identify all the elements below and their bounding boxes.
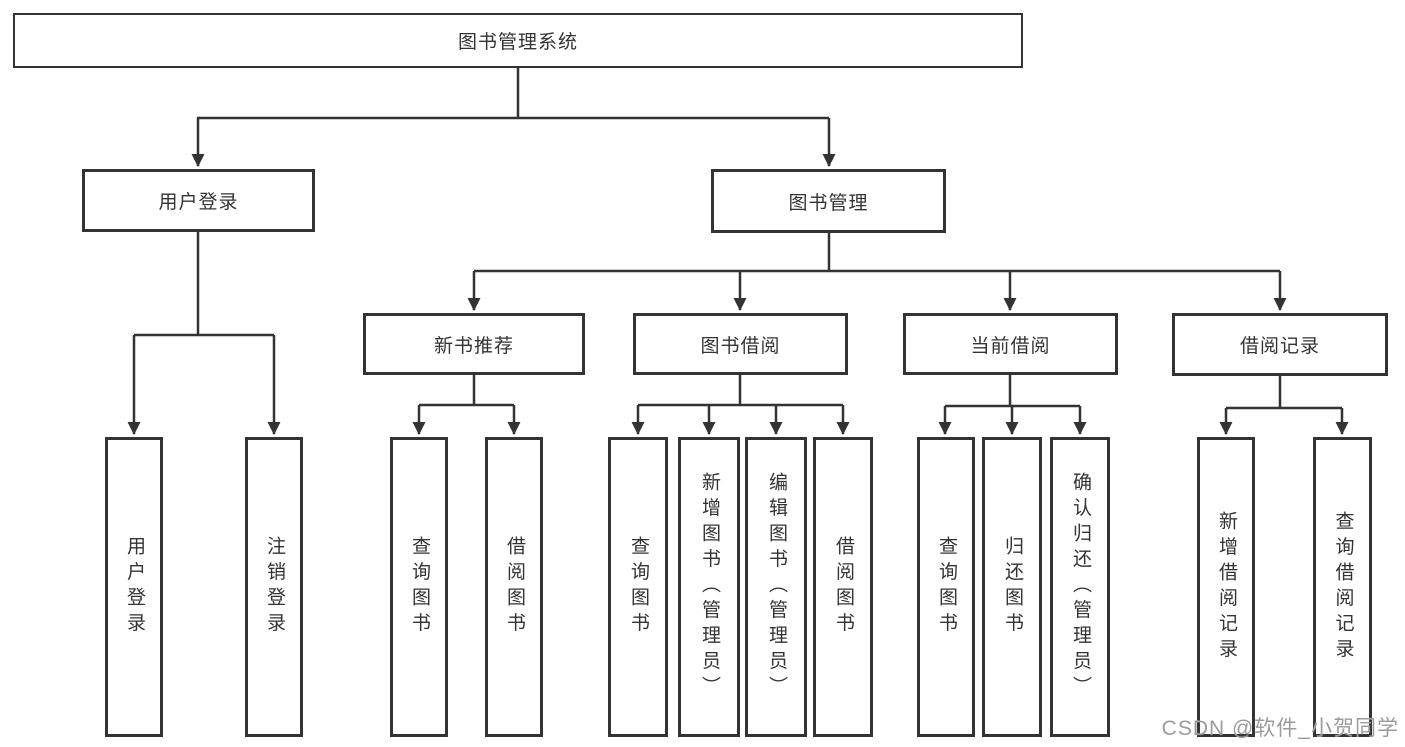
leaf-label: 查询借阅记录 [1332,510,1354,664]
leaf-logout: 注销登录 [245,437,303,737]
leaf-query-books-recommend: 查询图书 [390,437,448,737]
leaf-label: 借阅图书 [832,536,854,638]
leaf-confirm-return-admin: 确认归还（管理员） [1050,437,1110,737]
leaf-label: 确认归还（管理员） [1069,472,1091,702]
node-user-login: 用户登录 [82,169,315,232]
leaf-label: 借阅图书 [503,536,525,638]
leaf-label: 查询图书 [935,536,957,638]
leaf-borrow-books: 借阅图书 [813,437,873,737]
leaf-query-books-borrow: 查询图书 [608,437,668,737]
node-new-book-recommend: 新书推荐 [363,313,585,375]
leaf-return-books: 归还图书 [982,437,1042,737]
leaf-user-login: 用户登录 [105,437,163,737]
leaf-label: 新增借阅记录 [1215,510,1237,664]
leaf-add-borrow-record: 新增借阅记录 [1197,437,1255,737]
leaf-label: 归还图书 [1001,536,1023,638]
leaf-edit-books-admin: 编辑图书（管理员） [745,437,807,737]
leaf-label: 查询图书 [408,536,430,638]
leaf-label: 新增图书（管理员） [698,472,720,702]
leaf-label: 编辑图书（管理员） [765,472,787,702]
node-library-management-system: 图书管理系统 [13,13,1023,68]
leaf-label: 注销登录 [263,536,285,638]
leaf-label: 查询图书 [627,536,649,638]
node-current-borrow: 当前借阅 [903,313,1118,375]
node-borrow-records: 借阅记录 [1172,313,1388,376]
node-book-management: 图书管理 [711,169,946,233]
leaf-label: 用户登录 [123,536,145,638]
leaf-add-books-admin: 新增图书（管理员） [678,437,740,737]
leaf-borrow-books-recommend: 借阅图书 [485,437,543,737]
csdn-watermark: CSDN @软件_小贺同学 [1161,717,1399,740]
node-book-borrow: 图书借阅 [633,313,848,375]
leaf-query-books-current: 查询图书 [917,437,975,737]
leaf-query-borrow-record: 查询借阅记录 [1313,437,1372,737]
